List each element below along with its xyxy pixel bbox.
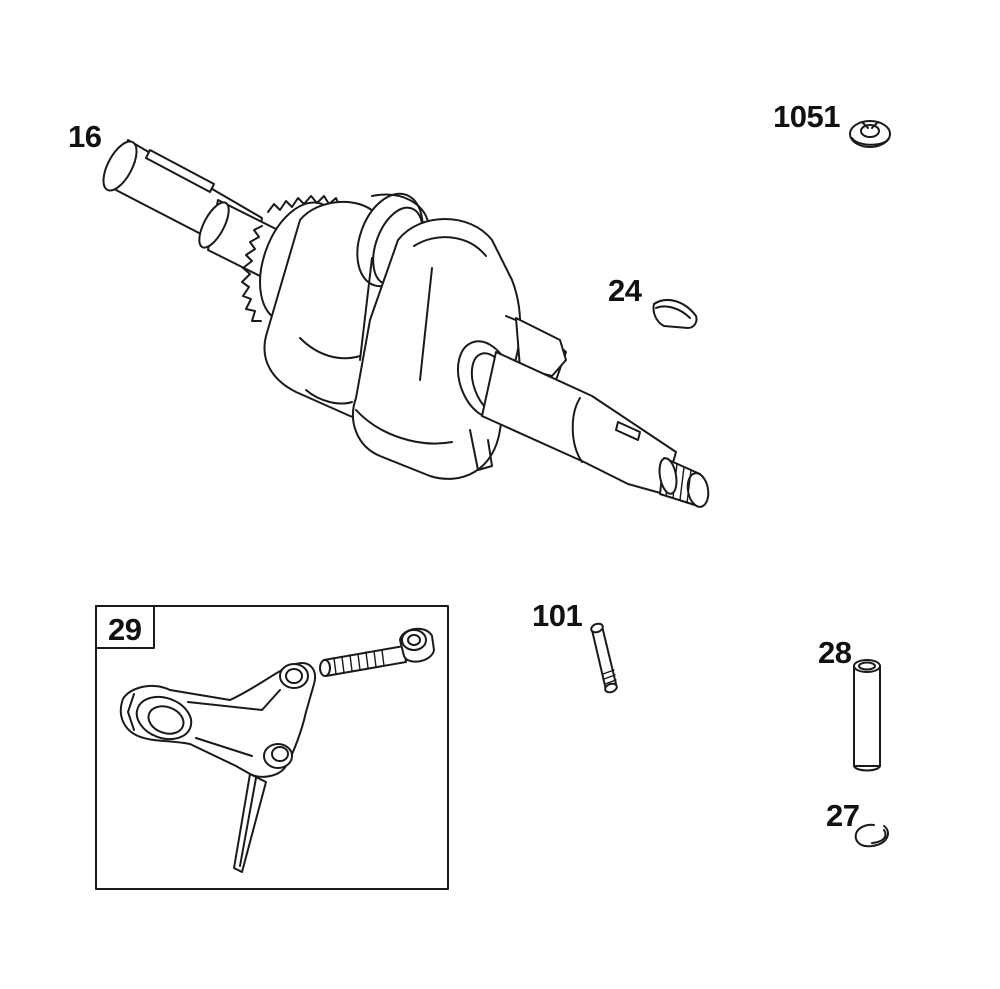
pin-drawing bbox=[590, 622, 618, 694]
callout-retainer-clip: 27 bbox=[826, 798, 860, 833]
key-drawing bbox=[652, 299, 698, 329]
crankshaft-drawing bbox=[102, 139, 710, 508]
callout-connecting-rod-kit: 29 bbox=[108, 612, 142, 647]
callout-retaining-washer: 1051 bbox=[773, 99, 840, 134]
kit-label-box bbox=[95, 605, 155, 649]
kit-frame bbox=[95, 605, 449, 890]
callout-key: 24 bbox=[608, 273, 642, 308]
wrist-pin-drawing bbox=[853, 659, 881, 772]
callout-pin: 101 bbox=[532, 598, 583, 633]
connecting-rod-kit-drawing bbox=[95, 605, 449, 890]
retaining-washer-drawing bbox=[849, 120, 891, 148]
callout-wrist-pin: 28 bbox=[818, 635, 852, 670]
callout-crankshaft: 16 bbox=[68, 119, 102, 154]
retainer-clip-drawing bbox=[854, 823, 889, 848]
